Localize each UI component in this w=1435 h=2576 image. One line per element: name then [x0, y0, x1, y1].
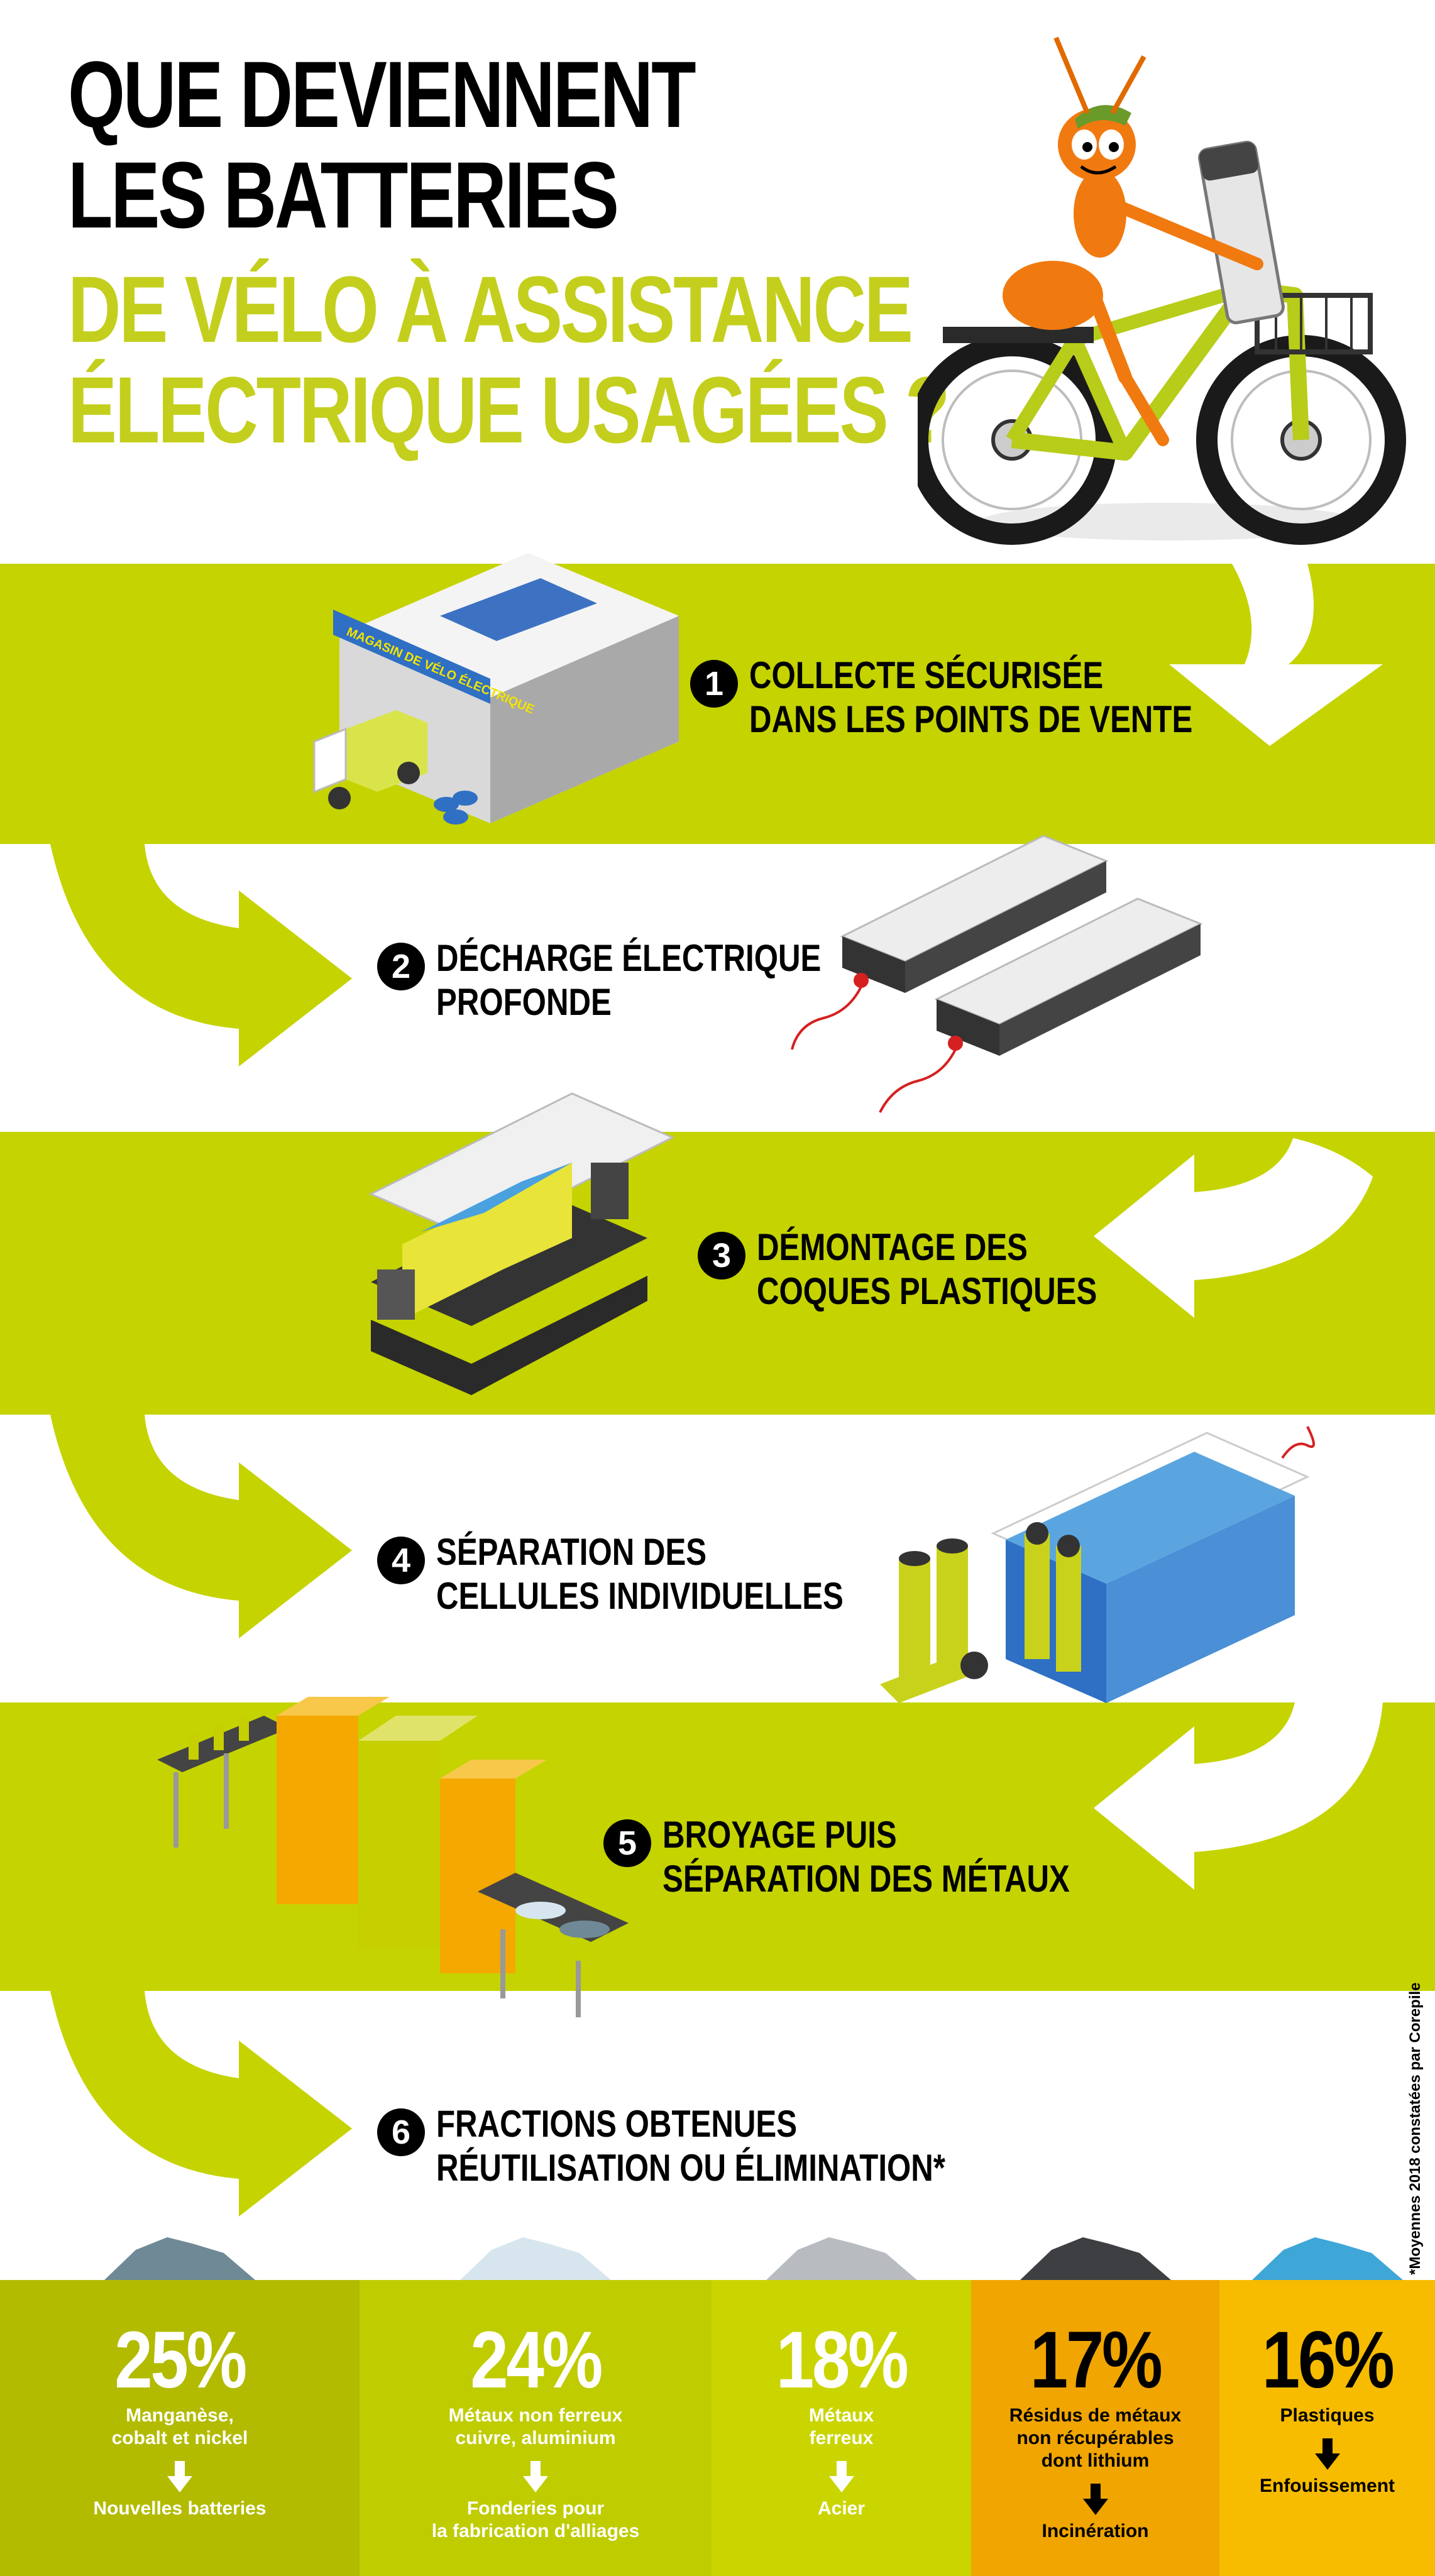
fraction-destination: Nouvelles batteries — [93, 2498, 267, 2519]
fraction-destination: Acier — [817, 2498, 866, 2519]
debris-pile-icon — [766, 2237, 917, 2280]
step-6: 6 FRACTIONS OBTENUES RÉUTILISATION OU ÉL… — [377, 2102, 1057, 2190]
step-2: 2 DÉCHARGE ÉLECTRIQUE PROFONDE — [377, 936, 906, 1024]
fraction-label: Métaux non ferreux cuivre, aluminium — [448, 2405, 623, 2448]
arrow-down-icon — [828, 2461, 854, 2492]
title-line-4: ÉLECTRIQUE USAGÉES ? — [68, 357, 950, 463]
fraction-label: Métaux ferreux — [808, 2405, 874, 2448]
battery-packs-illustration — [791, 835, 1203, 1113]
fraction-percent: 17% — [1030, 2315, 1163, 2405]
arrow-down-icon — [1314, 2438, 1340, 2470]
step-5-line-1: BROYAGE PUIS — [663, 1814, 897, 1856]
flow-arrows — [50, 564, 1383, 2217]
step-3: 3 DÉMONTAGE DES COQUES PLASTIQUES — [698, 1225, 1172, 1313]
arrow-down-icon — [167, 2461, 192, 2492]
store-truck-illustration: MAGASIN DE VÉLO ÉLECTRIQUE — [313, 553, 679, 825]
fraction-label: Manganèse, cobalt et nickel — [111, 2405, 248, 2448]
step-4: 4 SÉPARATION DES CELLULES INDIVIDUELLES — [377, 1530, 933, 1618]
debris-pile-icon — [104, 2237, 255, 2280]
step-1: 1 COLLECTE SÉCURISÉE DANS LES POINTS DE … — [690, 654, 1290, 742]
step-1-line-1: COLLECTE SÉCURISÉE — [749, 654, 1104, 696]
fraction-percent: 24% — [470, 2315, 603, 2405]
title-line-2: LES BATTERIES — [68, 142, 619, 248]
step-3-line-2: COQUES PLASTIQUES — [757, 1270, 1097, 1312]
step-6-number: 6 — [377, 2108, 425, 2156]
step-2-line-1: DÉCHARGE ÉLECTRIQUE — [436, 937, 822, 979]
fraction-destination: Enfouissement — [1259, 2475, 1395, 2496]
step-6-line-1: FRACTIONS OBTENUES — [436, 2103, 798, 2145]
debris-pile-icon — [460, 2237, 611, 2280]
open-battery-illustration — [368, 1092, 675, 1395]
fraction-percent: 16% — [1262, 2315, 1395, 2405]
shredder-illustration — [157, 1697, 629, 2017]
fraction-destination: Incinération — [1042, 2521, 1149, 2541]
title-line-3: DE VÉLO À ASSISTANCE — [68, 256, 913, 362]
fraction-percent: 18% — [776, 2315, 909, 2405]
step-4-number: 4 — [377, 1537, 425, 1584]
step-1-line-2: DANS LES POINTS DE VENTE — [749, 698, 1193, 740]
step-2-line-2: PROFONDE — [436, 981, 612, 1023]
step-1-number: 1 — [690, 660, 738, 708]
ant-ebike-illustration — [918, 36, 1406, 545]
fraction-column: 17%Résidus de métaux non récupérables do… — [971, 2280, 1219, 2576]
fraction-destination: Fonderies pour la fabrication d'alliages — [431, 2498, 640, 2541]
title-line-1: QUE DEVIENNENT — [68, 41, 696, 147]
step-3-line-1: DÉMONTAGE DES — [757, 1226, 1028, 1268]
debris-pile-icon — [1020, 2237, 1171, 2280]
footnote: *Moyennes 2018 constatées par Corepile — [1407, 1982, 1424, 2275]
step-5-line-2: SÉPARATION DES MÉTAUX — [663, 1858, 1070, 1900]
step-5: 5 BROYAGE PUIS SÉPARATION DES MÉTAUX — [603, 1813, 1159, 1901]
step-6-line-2: RÉUTILISATION OU ÉLIMINATION* — [436, 2147, 945, 2189]
fraction-label: Plastiques — [1280, 2405, 1375, 2426]
step-3-number: 3 — [698, 1232, 745, 1280]
arrow-down-icon — [523, 2461, 548, 2492]
fraction-label: Résidus de métaux non récupérables dont … — [1009, 2405, 1182, 2471]
step-4-line-2: CELLULES INDIVIDUELLES — [436, 1575, 844, 1617]
step-2-number: 2 — [377, 943, 425, 990]
fraction-percent: 25% — [114, 2315, 247, 2405]
cells-illustration — [880, 1426, 1315, 1703]
step-4-line-1: SÉPARATION DES — [436, 1531, 707, 1573]
step-5-number: 5 — [603, 1819, 651, 1867]
debris-pile-icon — [1251, 2237, 1403, 2280]
arrow-down-icon — [1082, 2484, 1108, 2515]
